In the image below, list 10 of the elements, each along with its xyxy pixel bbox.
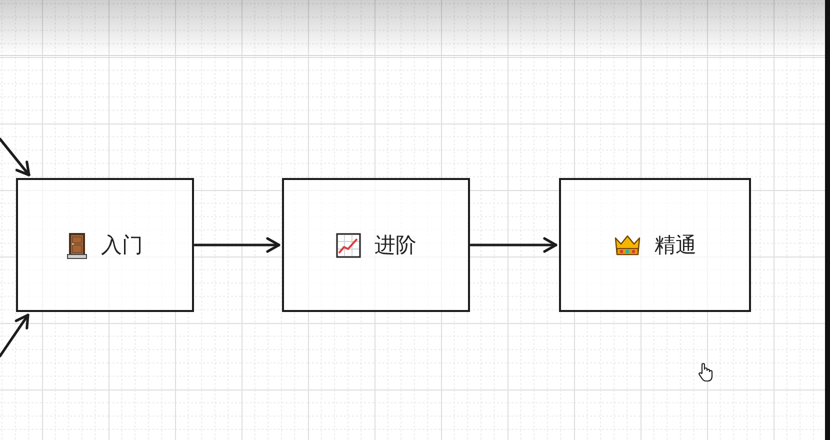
node-label: 精通 xyxy=(654,232,696,258)
process-box xyxy=(16,178,194,312)
process-box xyxy=(282,178,470,312)
node-label: 入门 xyxy=(101,232,143,258)
arrow xyxy=(0,314,30,358)
arrow xyxy=(0,138,30,176)
arrow xyxy=(470,237,558,253)
arrow xyxy=(194,237,280,253)
node-label: 进阶 xyxy=(374,232,416,258)
process-box xyxy=(559,178,751,312)
